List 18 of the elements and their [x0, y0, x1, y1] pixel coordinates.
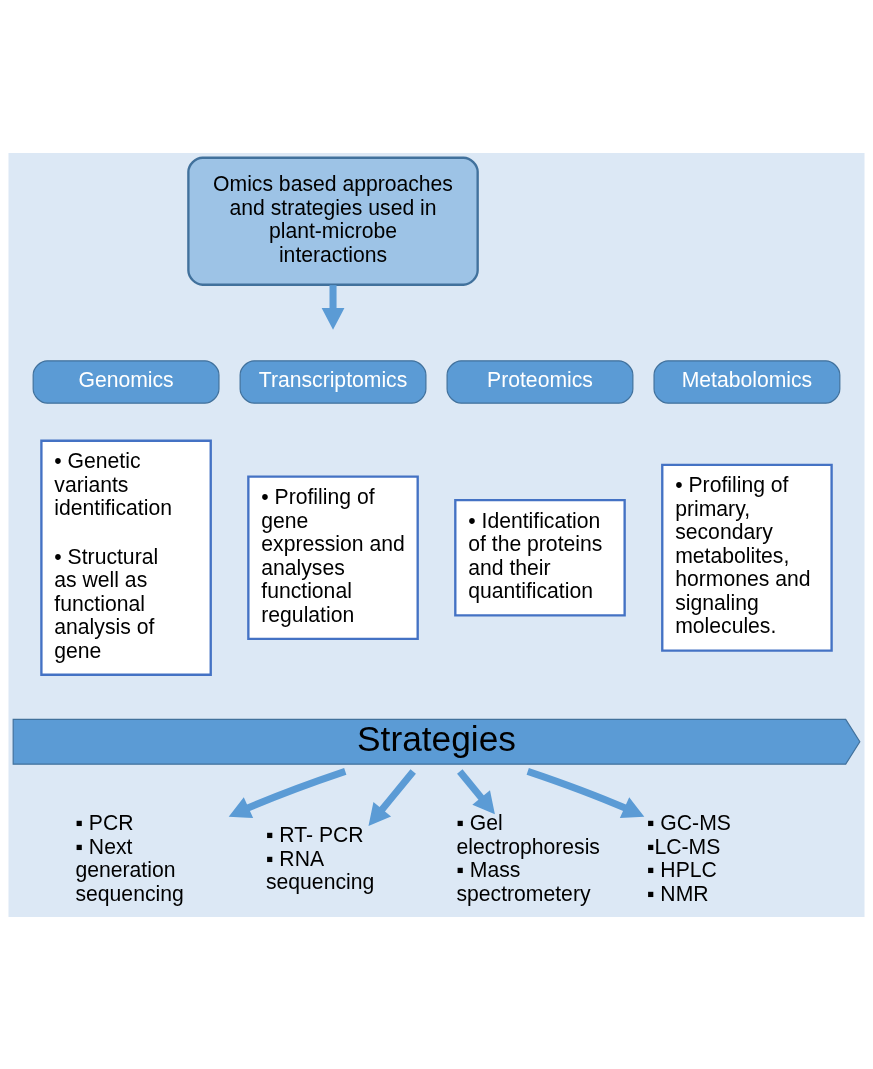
- node-box: Omics based approaches and strategies used in plant-microbe interactions: [187, 156, 479, 286]
- node-text: ▪ RT- PCR ▪ RNA sequencing: [266, 822, 375, 893]
- arrow: [228, 767, 347, 818]
- arrow: [457, 768, 495, 814]
- node-text: ▪ GC-MS ▪LC-MS ▪ HPLC ▪ NMR: [646, 810, 731, 905]
- node-box: Transcriptomics: [239, 359, 427, 404]
- node-box: • Genetic variants identification • Structural as well as functional analysis of gene: [40, 439, 212, 676]
- node-box: Proteomics: [446, 359, 634, 404]
- node-text: ▪ PCR ▪ Next generation sequencing: [75, 810, 184, 905]
- node-box: • Profiling of primary, secondary metabolites, hormones and signaling molecules.: [661, 463, 833, 652]
- arrow: [526, 767, 645, 818]
- arrow: [368, 768, 416, 826]
- node-box: • Identification of the proteins and their quantification: [454, 498, 626, 617]
- node-box: • Profiling of gene expression and analyses functional regulation: [247, 474, 419, 640]
- arrow: [321, 284, 345, 330]
- node-box: Metabolomics: [653, 359, 841, 404]
- node-box: Genomics: [32, 359, 220, 404]
- node-text: ▪ Gel electrophoresis ▪ Mass spectrometery: [456, 810, 600, 905]
